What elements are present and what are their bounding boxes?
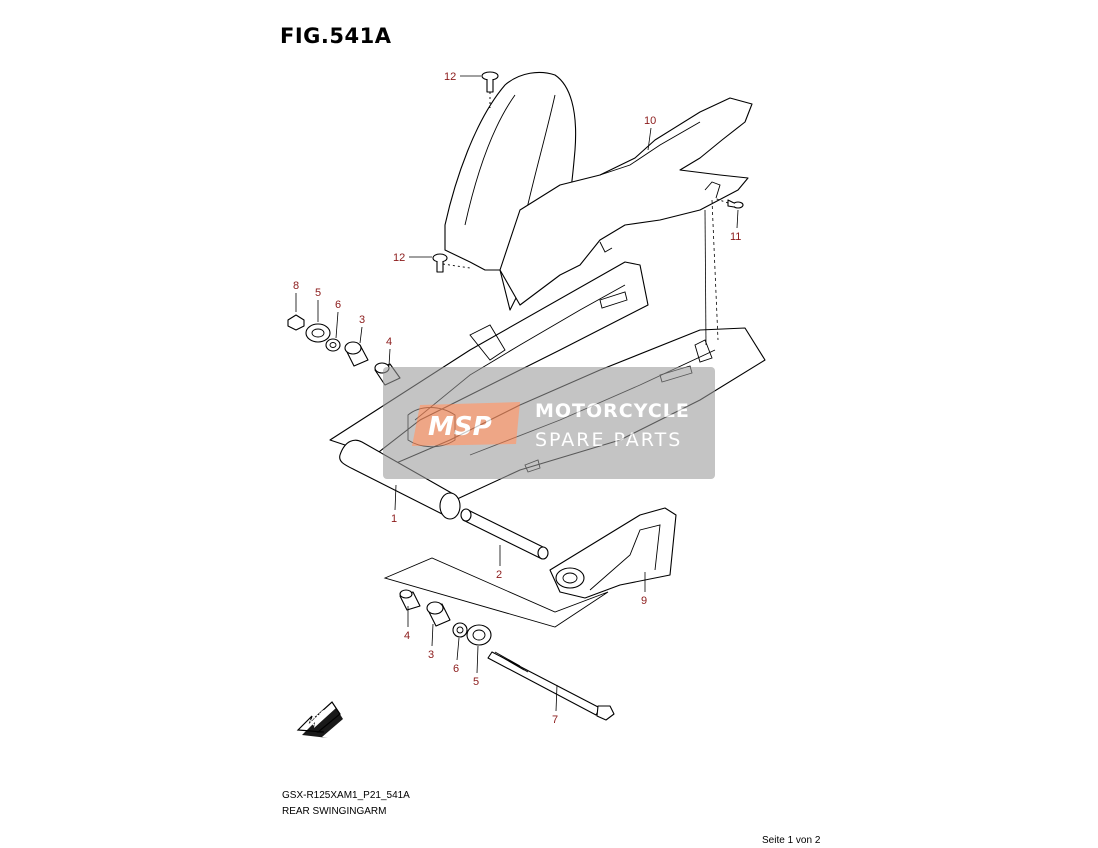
watermark: MSP MOTORCYCLE SPARE PARTS bbox=[383, 367, 715, 479]
callout-6-lower: 6 bbox=[453, 663, 459, 675]
washer-6-upper[interactable] bbox=[325, 338, 341, 352]
seal-5-upper[interactable] bbox=[305, 323, 331, 343]
callout-3-upper: 3 bbox=[359, 314, 365, 326]
bolt-11[interactable] bbox=[713, 197, 744, 209]
pivot-shaft-part[interactable] bbox=[460, 508, 549, 560]
seal-5-lower[interactable] bbox=[466, 624, 492, 646]
page-info: Seite 1 von 2 bbox=[762, 835, 821, 846]
callout-5-upper: 5 bbox=[315, 287, 321, 299]
watermark-box bbox=[383, 367, 715, 479]
figure-title: FIG.541A bbox=[280, 24, 392, 48]
bearing-3-lower[interactable] bbox=[426, 601, 451, 627]
rear-fender-part[interactable] bbox=[444, 71, 753, 311]
pivot-bolt-part[interactable] bbox=[487, 651, 615, 721]
callout-5-lower: 5 bbox=[473, 676, 479, 688]
diagram-name: REAR SWINGINGARM bbox=[282, 806, 387, 817]
bolt-12-top[interactable] bbox=[481, 71, 499, 108]
callout-4-upper: 4 bbox=[386, 336, 392, 348]
callout-9: 9 bbox=[641, 595, 647, 607]
watermark-logo-icon bbox=[412, 402, 520, 446]
watermark-line2: SPARE PARTS bbox=[535, 429, 682, 451]
bolt-12-lower[interactable] bbox=[432, 253, 471, 273]
lower-stack-outline bbox=[383, 557, 609, 628]
bushing-4-lower[interactable] bbox=[399, 589, 421, 611]
callout-2: 2 bbox=[496, 569, 502, 581]
callout-10: 10 bbox=[644, 115, 656, 127]
cap-8-upper[interactable] bbox=[287, 314, 305, 331]
callout-3-lower: 3 bbox=[428, 649, 434, 661]
model-code: GSX-R125XAM1_P21_541A bbox=[282, 790, 410, 801]
callout-8: 8 bbox=[293, 280, 299, 292]
chain-case-part[interactable] bbox=[549, 507, 677, 599]
callout-6-upper: 6 bbox=[335, 299, 341, 311]
callouts: 12 10 11 12 8 5 6 3 4 1 2 9 4 3 6 5 7 bbox=[293, 71, 741, 726]
washer-6-lower[interactable] bbox=[452, 622, 468, 638]
watermark-line1: MOTORCYCLE bbox=[535, 400, 690, 422]
watermark-logo-text: MSP bbox=[428, 412, 492, 442]
callout-1: 1 bbox=[391, 513, 397, 525]
callout-12-top: 12 bbox=[444, 71, 456, 83]
callout-4-lower: 4 bbox=[404, 630, 410, 642]
callout-11: 11 bbox=[730, 231, 741, 243]
forward-arrow-icon: FWD bbox=[296, 701, 343, 738]
callout-7: 7 bbox=[552, 714, 558, 726]
bearing-3-upper[interactable] bbox=[344, 341, 369, 367]
callout-12-lower: 12 bbox=[393, 252, 405, 264]
